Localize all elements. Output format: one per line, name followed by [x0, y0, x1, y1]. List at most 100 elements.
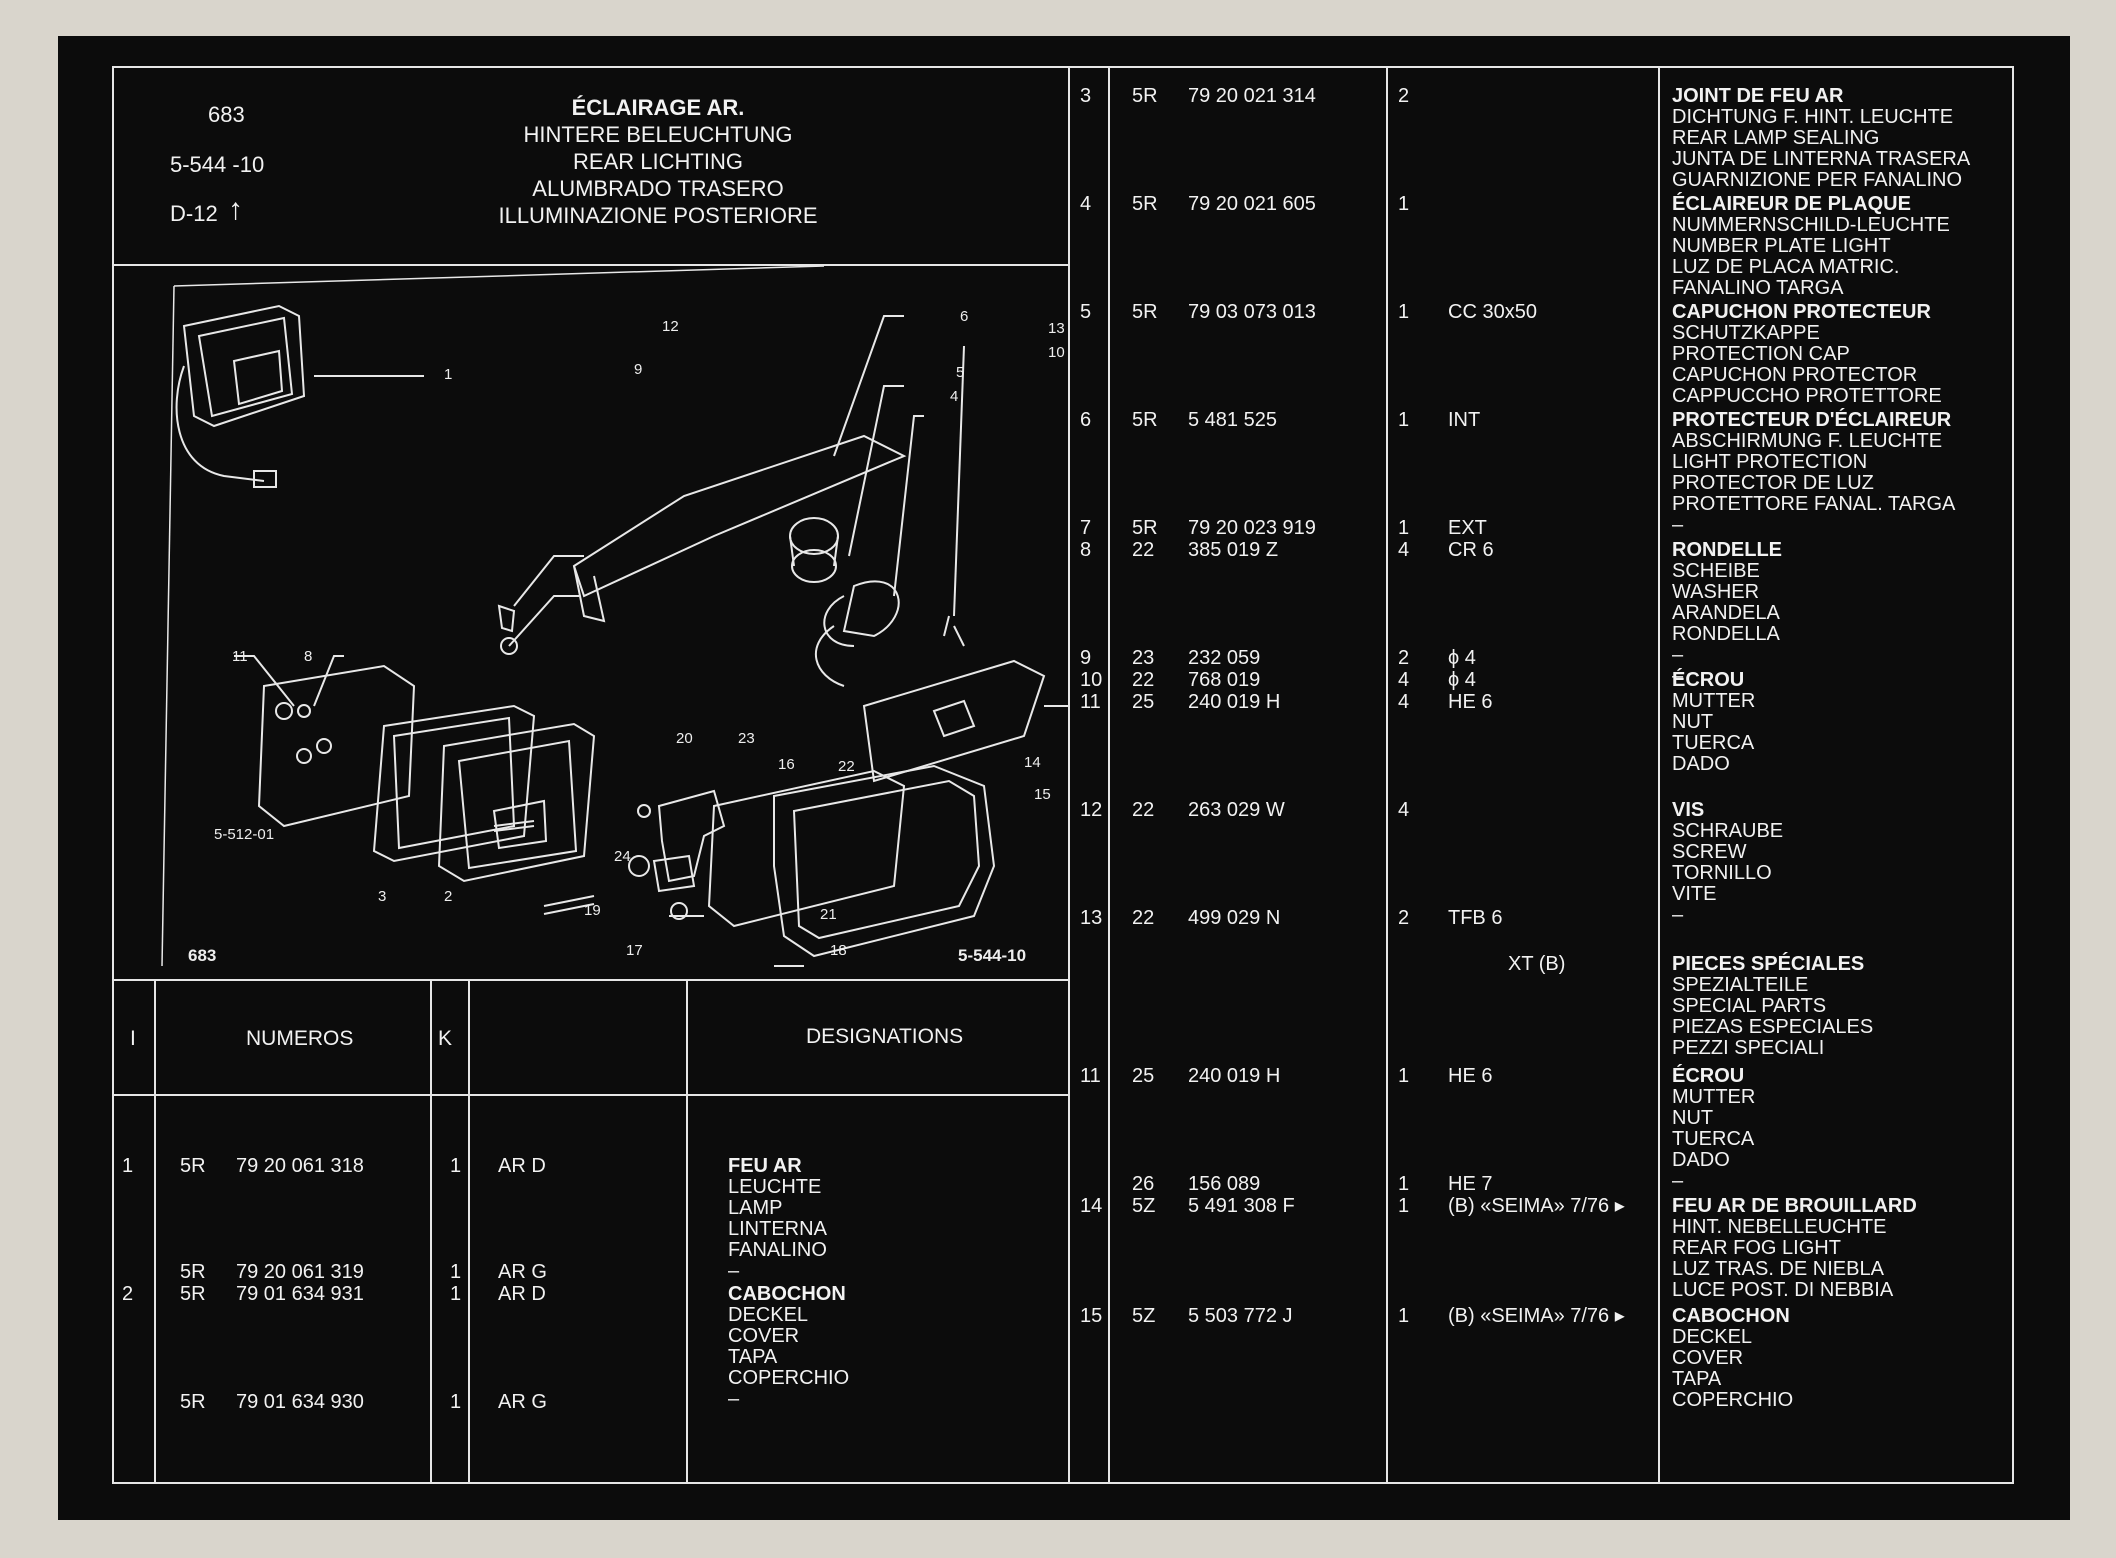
- designation-line: TORNILLO: [1672, 862, 1772, 884]
- designation-line: –: [1672, 1170, 1684, 1192]
- diagram-label-right: 5-544-10: [958, 946, 1027, 965]
- row-note: INT: [1448, 409, 1481, 431]
- designation-line: LUZ TRAS. DE NIEBLA: [1672, 1258, 1884, 1280]
- callout: 21: [820, 906, 837, 923]
- designation-title: ÉCROU: [1672, 1065, 1745, 1087]
- row-prefix: 22: [1132, 539, 1155, 561]
- col-header-index: I: [130, 1027, 136, 1050]
- row-prefix: 22: [1132, 907, 1155, 929]
- row-prefix: 26: [1132, 1173, 1155, 1195]
- designation-line: SCHUTZKAPPE: [1672, 322, 1820, 344]
- protector-shape: [862, 659, 1046, 783]
- row-qty: 2: [1398, 647, 1410, 669]
- row-prefix: 5R: [1132, 193, 1158, 215]
- row-qty: 1: [1398, 517, 1410, 539]
- callout: 13: [1048, 320, 1065, 337]
- section-code: D-12: [170, 201, 218, 226]
- title-es: ALUMBRADO TRASERO: [532, 176, 784, 201]
- callout: 1: [444, 366, 453, 383]
- designation-title: PIECES SPÉCIALES: [1672, 953, 1865, 975]
- designation-line: PROTETTORE FANAL. TARGA: [1672, 493, 1956, 515]
- designation-line: PROTECTOR DE LUZ: [1672, 472, 1874, 494]
- title-block: ÉCLAIRAGE AR. HINTERE BELEUCHTUNG REAR L…: [378, 94, 938, 229]
- callout: 19: [584, 902, 601, 919]
- designation-title: FEU AR: [728, 1155, 802, 1177]
- callout: 22: [838, 758, 855, 775]
- fog-lamp-shape: [707, 769, 906, 928]
- row-index: 14: [1080, 1195, 1103, 1217]
- designation-line: SCHEIBE: [1672, 560, 1760, 582]
- row-part-number: 79 20 021 605: [1188, 193, 1316, 215]
- callout: 3: [378, 888, 387, 905]
- catalog-sheet: 683 5-544 -10 D-12 ↑ ÉCLAIRAGE AR. HINTE…: [58, 36, 2070, 1520]
- designation-line: LIGHT PROTECTION: [1672, 451, 1868, 473]
- designation-title: ÉCLAIREUR DE PLAQUE: [1672, 193, 1911, 215]
- row-index: 8: [1080, 539, 1092, 561]
- row-part-number: 5 481 525: [1188, 409, 1277, 431]
- designation-line: LINTERNA: [728, 1218, 827, 1240]
- row-index: 3: [1080, 85, 1092, 107]
- designation-line: VITE: [1672, 883, 1717, 905]
- row-index: 11: [1080, 691, 1101, 713]
- title-fr: ÉCLAIRAGE AR.: [571, 95, 745, 120]
- designation-line: TAPA: [728, 1346, 778, 1368]
- row-note: EXT: [1448, 517, 1487, 539]
- divider: [1068, 66, 1070, 1484]
- row-note: CC 30x50: [1448, 301, 1537, 323]
- row-qty: 4: [1398, 669, 1410, 691]
- row-qty: 1: [1398, 1305, 1410, 1327]
- designation-line: COPERCHIO: [1672, 1389, 1794, 1411]
- exploded-diagram: 1 2 3 4 5 6 7 8 9 10 11 12 13 14 15 16 1…: [114, 266, 1068, 978]
- row-prefix: 5R: [1132, 517, 1158, 539]
- designation-line: GUARNIZIONE PER FANALINO: [1672, 169, 1963, 191]
- callout: 2: [444, 888, 453, 905]
- row-note: AR D: [498, 1283, 546, 1305]
- row-note: ϕ 4: [1448, 669, 1476, 691]
- row-note: CR 6: [1448, 539, 1494, 561]
- designation-line: DADO: [1672, 753, 1730, 775]
- page-frame: [112, 66, 2014, 1484]
- row-index: 1: [122, 1155, 134, 1177]
- designation-line: PROTECTION CAP: [1672, 343, 1850, 365]
- row-qty: 1: [1398, 1173, 1410, 1195]
- row-prefix: 5R: [180, 1155, 206, 1177]
- diagram-label-left: 683: [188, 946, 217, 965]
- row-note: XT (B): [1508, 953, 1566, 975]
- designation-line: DADO: [1672, 1149, 1730, 1171]
- designation-line: NUMBER PLATE LIGHT: [1672, 235, 1891, 257]
- designation-title: CABOCHON: [1672, 1305, 1790, 1327]
- designation-line: –: [728, 1388, 740, 1410]
- row-note: HE 6: [1448, 691, 1493, 713]
- row-part-number: 263 029 W: [1188, 799, 1285, 821]
- designation-line: –: [1672, 665, 1684, 687]
- row-index: 15: [1080, 1305, 1103, 1327]
- designation-line: CAPUCHON PROTECTOR: [1672, 364, 1918, 386]
- row-index: 11: [1080, 1065, 1101, 1087]
- designation-line: RONDELLA: [1672, 623, 1780, 645]
- row-part-number: 79 01 634 930: [236, 1391, 364, 1413]
- row-qty: 1: [450, 1155, 462, 1177]
- designation-title: ÉCROU: [1672, 669, 1745, 691]
- divider: [430, 979, 432, 1484]
- designation-line: –: [1672, 514, 1684, 536]
- row-qty: 1: [1398, 193, 1410, 215]
- row-note: AR G: [498, 1391, 547, 1413]
- divider: [112, 264, 1070, 266]
- designation-line: NUMMERNSCHILD-LEUCHTE: [1672, 214, 1950, 236]
- row-part-number: 385 019 Z: [1188, 539, 1279, 561]
- row-index: 9: [1080, 647, 1092, 669]
- page-number: 683: [208, 102, 245, 127]
- row-prefix: 5R: [180, 1283, 206, 1305]
- rear-lamp-shape: [182, 304, 306, 428]
- col-header-designations: DESIGNATIONS: [806, 1025, 964, 1048]
- row-prefix: 5R: [1132, 409, 1158, 431]
- row-prefix: 25: [1132, 691, 1155, 713]
- row-note: ϕ 4: [1448, 647, 1476, 669]
- title-de: HINTERE BELEUCHTUNG: [523, 122, 793, 147]
- designation-title: PROTECTEUR D'ÉCLAIREUR: [1672, 409, 1952, 431]
- callout: 12: [662, 318, 679, 335]
- designation-line: NUT: [1672, 1107, 1714, 1129]
- callout: 11: [232, 648, 248, 665]
- row-qty: 1: [450, 1391, 462, 1413]
- divider: [1386, 66, 1388, 1484]
